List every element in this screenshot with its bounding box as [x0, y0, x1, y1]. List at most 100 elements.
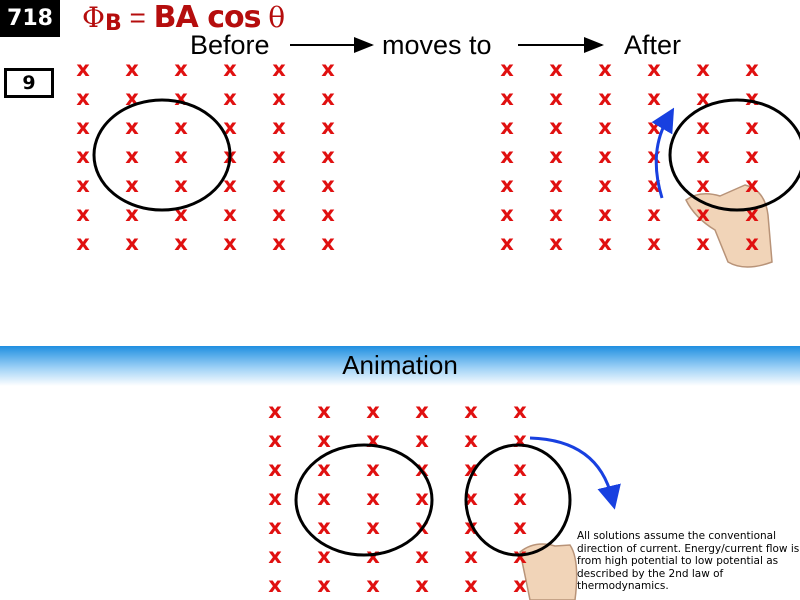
field-into-page-mark: x — [321, 144, 335, 168]
field-into-page-mark: x — [696, 144, 710, 168]
field-into-page-mark: x — [317, 399, 331, 423]
field-into-page-mark: x — [272, 202, 286, 226]
field-into-page-mark: x — [598, 231, 612, 255]
field-into-page-mark: x — [317, 573, 331, 597]
field-into-page-mark: x — [598, 202, 612, 226]
field-into-page-mark: x — [317, 515, 331, 539]
field-into-page-mark: x — [321, 202, 335, 226]
label-before: Before — [190, 30, 270, 60]
field-into-page-mark: x — [268, 573, 282, 597]
field-into-page-mark: x — [76, 144, 90, 168]
field-into-page-mark: x — [268, 457, 282, 481]
field-into-page-mark: x — [174, 115, 188, 139]
field-into-page-mark: x — [549, 231, 563, 255]
formula-equals: = — [129, 2, 146, 33]
field-into-page-mark: x — [598, 144, 612, 168]
field-into-page-mark: x — [272, 57, 286, 81]
field-into-page-mark: x — [696, 86, 710, 110]
field-into-page-mark: x — [366, 428, 380, 452]
current-arrow-after — [651, 107, 675, 199]
field-into-page-mark: x — [549, 173, 563, 197]
field-into-page-mark: x — [272, 173, 286, 197]
field-into-page-mark: x — [696, 57, 710, 81]
field-into-page-mark: x — [174, 231, 188, 255]
field-into-page-mark: x — [500, 57, 514, 81]
formula-phi: Φ — [82, 1, 105, 34]
field-into-page-mark: x — [415, 573, 429, 597]
field-into-page-mark: x — [223, 115, 237, 139]
field-into-page-mark: x — [268, 428, 282, 452]
field-into-page-mark: x — [317, 544, 331, 568]
field-into-page-mark: x — [366, 457, 380, 481]
hand-icon-animation — [519, 543, 578, 600]
formula-rhs: BA cos — [153, 0, 262, 35]
field-into-page-mark: x — [317, 428, 331, 452]
field-into-page-mark: x — [464, 399, 478, 423]
flux-formula: ΦB = BA cos θ — [82, 0, 285, 35]
field-into-page-mark: x — [366, 486, 380, 510]
field-into-page-mark: x — [513, 573, 527, 597]
field-into-page-mark: x — [745, 173, 759, 197]
field-into-page-mark: x — [464, 573, 478, 597]
loop-animation-start — [294, 443, 434, 557]
field-into-page-mark: x — [464, 428, 478, 452]
formula-subscript: B — [104, 11, 122, 36]
loop-animation-moving — [464, 443, 572, 557]
field-into-page-mark: x — [268, 399, 282, 423]
field-into-page-mark: x — [745, 86, 759, 110]
field-into-page-mark: x — [513, 428, 527, 452]
field-into-page-mark: x — [696, 231, 710, 255]
field-into-page-mark: x — [549, 86, 563, 110]
field-into-page-mark: x — [223, 173, 237, 197]
field-into-page-mark: x — [366, 573, 380, 597]
banner-title: Animation — [342, 350, 458, 380]
field-into-page-mark: x — [513, 515, 527, 539]
field-into-page-mark: x — [174, 86, 188, 110]
field-into-page-mark: x — [321, 231, 335, 255]
field-into-page-mark: x — [366, 399, 380, 423]
field-into-page-mark: x — [745, 144, 759, 168]
field-into-page-mark: x — [415, 486, 429, 510]
field-into-page-mark: x — [268, 486, 282, 510]
field-into-page-mark: x — [223, 86, 237, 110]
field-into-page-mark: x — [464, 457, 478, 481]
field-into-page-mark: x — [598, 115, 612, 139]
field-into-page-mark: x — [500, 231, 514, 255]
formula-theta: θ — [268, 1, 286, 34]
current-arrow-animation — [529, 436, 621, 510]
field-into-page-mark: x — [174, 57, 188, 81]
field-into-page-mark: x — [500, 173, 514, 197]
field-into-page-mark: x — [125, 144, 139, 168]
field-into-page-mark: x — [174, 173, 188, 197]
field-into-page-mark: x — [76, 115, 90, 139]
loop-before — [92, 98, 232, 212]
field-into-page-mark: x — [272, 86, 286, 110]
field-into-page-mark: x — [223, 57, 237, 81]
field-into-page-mark: x — [125, 202, 139, 226]
field-into-page-mark: x — [223, 202, 237, 226]
field-into-page-mark: x — [745, 202, 759, 226]
field-into-page-mark: x — [76, 57, 90, 81]
field-into-page-mark: x — [321, 173, 335, 197]
field-into-page-mark: x — [500, 144, 514, 168]
field-into-page-mark: x — [415, 428, 429, 452]
field-into-page-mark: x — [745, 57, 759, 81]
field-into-page-mark: x — [268, 544, 282, 568]
animation-banner — [0, 346, 800, 386]
field-into-page-mark: x — [268, 515, 282, 539]
field-into-page-mark: x — [321, 86, 335, 110]
field-into-page-mark: x — [366, 515, 380, 539]
field-into-page-mark: x — [549, 202, 563, 226]
field-into-page-mark: x — [500, 202, 514, 226]
problem-number: 9 — [4, 68, 54, 98]
field-into-page-mark: x — [647, 202, 661, 226]
field-into-page-mark: x — [125, 57, 139, 81]
field-into-page-mark: x — [598, 86, 612, 110]
field-into-page-mark: x — [549, 144, 563, 168]
field-into-page-mark: x — [745, 231, 759, 255]
field-into-page-mark: x — [696, 173, 710, 197]
loop-after — [668, 98, 800, 212]
field-into-page-mark: x — [647, 57, 661, 81]
field-into-page-mark: x — [76, 86, 90, 110]
field-into-page-mark: x — [513, 399, 527, 423]
